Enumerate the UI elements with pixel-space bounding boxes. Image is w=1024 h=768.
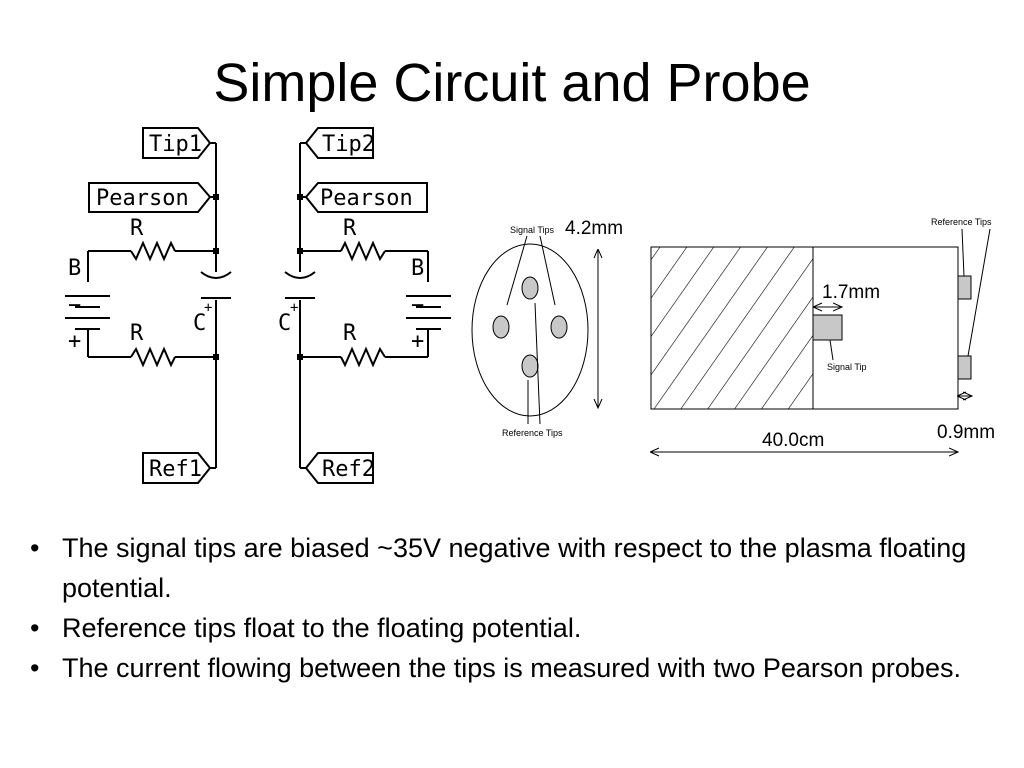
right-resistor-bottom — [340, 346, 386, 368]
left-battery-label: B — [68, 256, 81, 281]
right-pearson-label: Pearson — [320, 186, 413, 211]
left-battery-minus: − — [68, 293, 81, 318]
right-resistor-bottom-label: R — [343, 321, 357, 346]
probe-end-circle — [471, 243, 589, 417]
bullet-item: • Reference tips float to the floating po… — [30, 608, 980, 648]
bullet-text: Reference tips float to the floating pot… — [62, 613, 582, 643]
bullet-text: The signal tips are biased ~35V negative… — [62, 533, 967, 603]
right-capacitor — [284, 271, 316, 279]
signal-tip-dot — [521, 276, 539, 300]
probe-diagram: Tip1 Pearson Ref1 R R B − + C + — [65, 127, 995, 484]
side-view-tip-length-label: 1.7mm — [822, 282, 880, 303]
left-resistor-bottom — [130, 346, 176, 368]
reference-tip-dot — [550, 315, 568, 339]
bullet-marker: • — [30, 613, 40, 643]
side-reference-tip — [957, 355, 972, 380]
side-view-ref-tip-length-label: 0.9mm — [937, 422, 995, 443]
side-reference-tip — [957, 275, 972, 300]
right-battery-minus: − — [411, 293, 424, 318]
left-tip-label: Tip1 — [149, 132, 202, 157]
probe-hatched-body — [650, 246, 814, 410]
left-capacitor-label: C — [193, 311, 206, 336]
reference-tip-dot — [492, 315, 510, 339]
left-ref-tag — [142, 452, 212, 484]
right-resistor-top — [340, 240, 386, 262]
left-pearson-tag — [88, 182, 212, 213]
end-view-diameter-label: 4.2mm — [565, 218, 623, 239]
bullet-text: The current flowing between the tips is … — [62, 653, 961, 683]
left-capacitor-plus: + — [204, 300, 212, 316]
left-resistor-top-label: R — [130, 216, 144, 241]
left-circuit — [65, 127, 232, 484]
right-capacitor-plus: + — [290, 300, 298, 316]
end-view-signal-tips-label: Signal Tips — [510, 225, 555, 235]
side-view-length-label: 40.0cm — [762, 430, 824, 451]
right-tip-label: Tip2 — [322, 132, 375, 157]
left-battery-plus: + — [68, 329, 81, 354]
signal-tip-dot — [521, 354, 539, 378]
bullet-item: • The signal tips are biased ~35V negativ… — [30, 528, 980, 608]
right-resistor-top-label: R — [343, 216, 357, 241]
side-signal-tip — [812, 314, 843, 341]
right-circuit — [284, 127, 451, 484]
left-capacitor — [200, 271, 232, 279]
right-ref-label: Ref2 — [322, 457, 375, 482]
bullet-marker: • — [30, 533, 40, 563]
left-ref-label: Ref1 — [149, 457, 202, 482]
end-view-reference-tips-label: Reference Tips — [502, 428, 563, 438]
slide-title: Simple Circuit and Probe — [213, 53, 811, 113]
left-tip-tag — [142, 127, 212, 159]
right-battery-label: B — [411, 256, 424, 281]
bullet-item: • The current flowing between the tips is… — [30, 648, 980, 688]
side-view-signal-tip-label: Signal Tip — [827, 362, 867, 372]
left-pearson-label: Pearson — [96, 186, 189, 211]
right-capacitor-label: C — [278, 311, 291, 336]
left-resistor-top — [130, 240, 176, 262]
right-tip-tag — [304, 127, 374, 159]
probe-end-view — [471, 235, 598, 425]
right-ref-tag — [304, 452, 374, 484]
bullet-marker: • — [30, 653, 40, 683]
right-battery-plus: + — [411, 329, 424, 354]
side-view-reference-tips-label: Reference Tips — [931, 217, 992, 227]
probe-side-view — [650, 228, 991, 452]
bullet-list: • The signal tips are biased ~35V negativ… — [30, 528, 980, 688]
left-resistor-bottom-label: R — [130, 321, 144, 346]
right-pearson-tag — [304, 182, 428, 213]
